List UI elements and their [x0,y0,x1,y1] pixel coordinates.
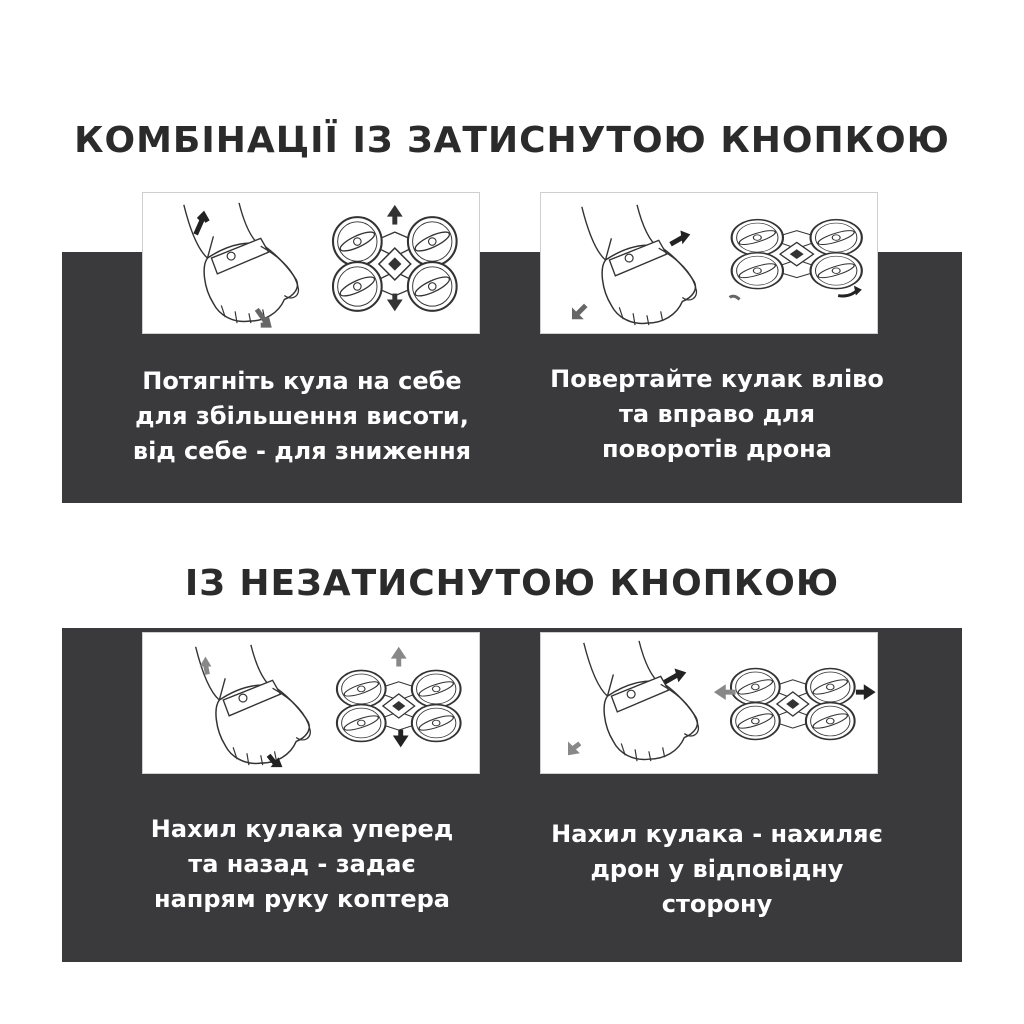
caption-direction: Нахил кулака уперед та назад - задає нап… [150,815,454,913]
turn-illustration [540,192,878,334]
rotate-left-arrow-icon [728,294,741,301]
caption-altitude: Потягніть кула на себе для збільшення ви… [132,367,472,465]
arrow-down-icon [254,307,272,328]
arrow-up-right-icon [663,672,680,685]
hand-drone-direction-icon [194,644,479,768]
direction-illustration [142,632,480,774]
caption-turns: Повертайте кулак вліво та вправо для пов… [550,365,884,463]
arrow-up-icon [193,210,210,236]
section-heading-with-button: КОМБІНАЦІЇ ІЗ ЗАТИСНУТОЮ КНОПКОЮ [74,120,950,161]
altitude-illustration [142,192,480,334]
hand-drone-tilt-icon [568,640,876,762]
section-heading-without-button: ІЗ НЕЗАТИСНУТОЮ КНОПКОЮ [184,563,840,604]
hand-drone-turn-icon [571,204,877,326]
hand-drone-altitude-icon [183,202,479,328]
tilt-illustration [540,632,878,774]
caption-tilt: Нахил кулака - нахиляє дрон у відповідну… [551,820,883,918]
